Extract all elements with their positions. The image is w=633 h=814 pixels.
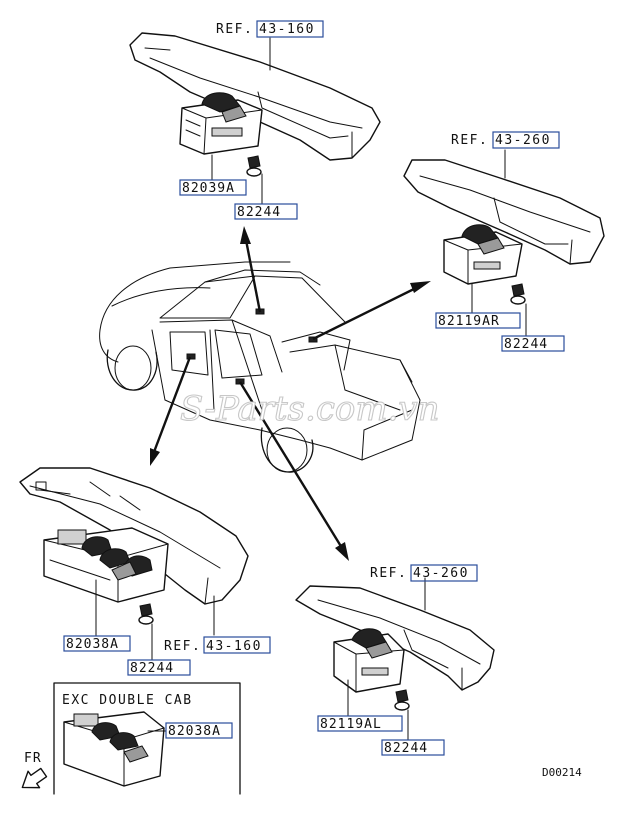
part-label-82119ar: 82119AR [438, 314, 500, 329]
front-direction-arrow: FR [21, 751, 48, 789]
bolt-label-left: 82244 [130, 661, 174, 676]
bolt-left [138, 603, 154, 625]
inset-exc-double-cab: EXC DOUBLE CAB 82038A [53, 682, 241, 795]
window-switch-82119ar [443, 224, 523, 285]
bolt-bottom [394, 689, 410, 711]
window-switch-82038a [43, 527, 169, 603]
inset-title: EXC DOUBLE CAB [62, 693, 193, 708]
inset-part-label: 82038A [168, 724, 221, 739]
diagram-code: D00214 [542, 766, 582, 779]
direction-label: FR [24, 751, 42, 766]
bolt-top [246, 155, 262, 177]
leader-arrows [150, 226, 431, 561]
bolt-label-bottom: 82244 [384, 741, 428, 756]
bolt-label-right: 82244 [504, 337, 548, 352]
watermark: S-Parts.com.vn [180, 389, 439, 429]
pickup-truck-outline [99, 261, 421, 473]
part-label-82038a: 82038A [66, 637, 119, 652]
window-switch-82039a [179, 92, 263, 155]
trim-panel-front-right [129, 32, 381, 161]
ref-number-top: 43-160 [259, 22, 315, 37]
ref-number-left: 43-160 [206, 639, 262, 654]
part-label-82039a: 82039A [182, 181, 235, 196]
ref-number-bottom: 43-260 [413, 566, 469, 581]
ref-label-right: REF. [451, 133, 488, 148]
ref-label-left: REF. [164, 639, 201, 654]
window-switch-82119al [333, 628, 405, 693]
bolt-right [510, 283, 526, 305]
ref-label-bottom: REF. [370, 566, 407, 581]
trim-panel-rear-right [403, 159, 605, 265]
bolt-label-top: 82244 [237, 205, 281, 220]
part-label-82119al: 82119AL [320, 717, 382, 732]
ref-label-top: REF. [216, 22, 253, 37]
ref-number-right: 43-260 [495, 133, 551, 148]
